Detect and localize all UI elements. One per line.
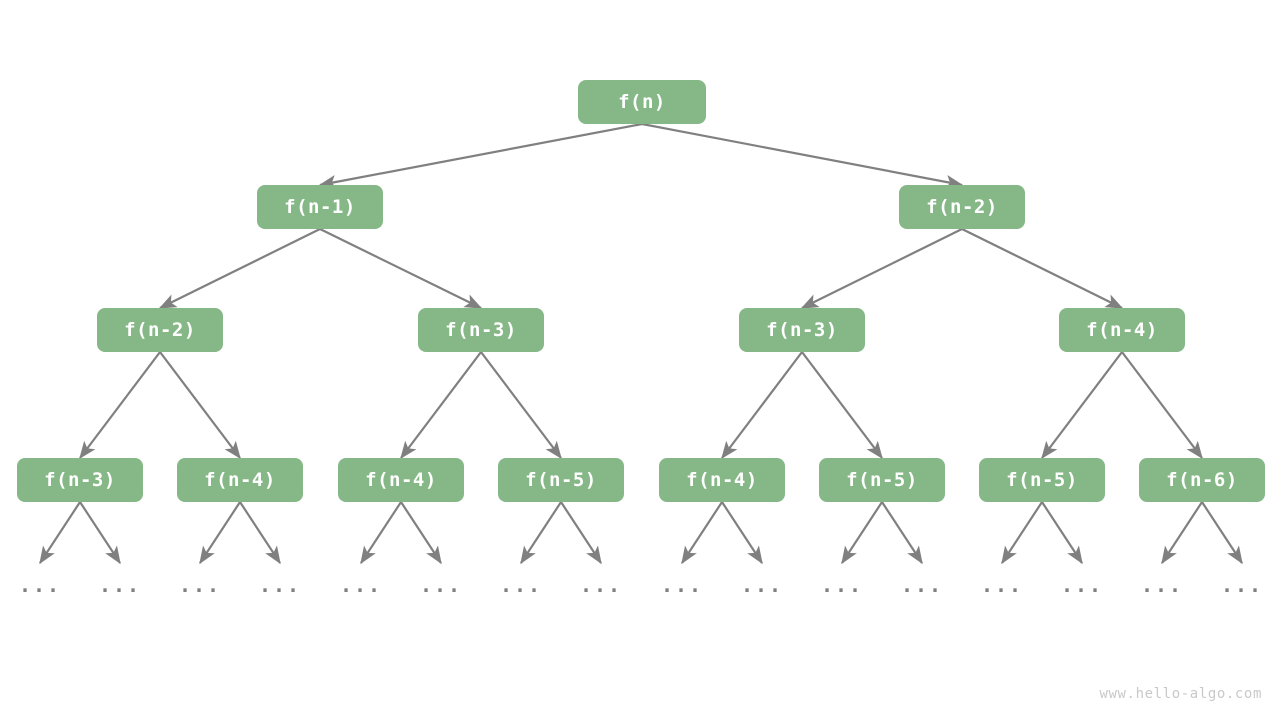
tree-edge-n7-ellipsis xyxy=(39,501,81,565)
tree-edge-n11-ellipsis xyxy=(681,501,723,565)
tree-edge-n12-ellipsis xyxy=(881,501,923,565)
tree-node-n3: f(n-2) xyxy=(97,308,223,352)
tree-edge-n13-ellipsis xyxy=(1041,501,1083,565)
ellipsis-marker: ... xyxy=(1220,573,1264,597)
tree-edge-n1-n3 xyxy=(158,228,321,309)
tree-node-label: f(n-2) xyxy=(926,196,998,218)
tree-node-label: f(n-6) xyxy=(1166,469,1238,491)
tree-edge-n14-ellipsis xyxy=(1161,501,1203,565)
ellipsis-marker: ... xyxy=(980,573,1024,597)
tree-edge-n5-n11 xyxy=(721,351,803,460)
tree-edge-n8-ellipsis xyxy=(239,501,281,565)
ellipsis-marker: ... xyxy=(258,573,302,597)
tree-node-label: f(n-5) xyxy=(846,469,918,491)
tree-node-n7: f(n-3) xyxy=(17,458,143,502)
ellipsis-marker: ... xyxy=(1140,573,1184,597)
tree-node-label: f(n-4) xyxy=(204,469,276,491)
tree-node-n8: f(n-4) xyxy=(177,458,303,502)
tree-edge-n4-n10 xyxy=(480,351,562,460)
tree-edge-n14-ellipsis xyxy=(1201,501,1243,565)
tree-node-label: f(n-4) xyxy=(686,469,758,491)
ellipsis-marker: ... xyxy=(820,573,864,597)
ellipsis-marker: ... xyxy=(419,573,463,597)
edge-layer xyxy=(39,122,1243,565)
tree-node-label: f(n-1) xyxy=(284,196,356,218)
tree-node-label: f(n) xyxy=(618,91,666,113)
ellipsis-marker: ... xyxy=(98,573,142,597)
tree-edge-n12-ellipsis xyxy=(841,501,883,565)
ellipsis-marker: ... xyxy=(1060,573,1104,597)
ellipsis-marker: ... xyxy=(178,573,222,597)
tree-edge-n5-n12 xyxy=(801,351,883,460)
tree-edge-n0-n2 xyxy=(641,122,964,189)
tree-node-n11: f(n-4) xyxy=(659,458,785,502)
tree-edge-n6-n14 xyxy=(1121,351,1203,460)
tree-node-label: f(n-3) xyxy=(766,319,838,341)
tree-node-label: f(n-3) xyxy=(445,319,517,341)
tree-node-n13: f(n-5) xyxy=(979,458,1105,502)
tree-node-label: f(n-4) xyxy=(1086,319,1158,341)
tree-node-n4: f(n-3) xyxy=(418,308,544,352)
ellipsis-marker: ... xyxy=(740,573,784,597)
tree-node-n5: f(n-3) xyxy=(739,308,865,352)
tree-edge-n1-n4 xyxy=(319,228,483,309)
tree-edge-n9-ellipsis xyxy=(360,501,402,565)
ellipsis-marker: ... xyxy=(579,573,623,597)
tree-edge-n6-n13 xyxy=(1041,351,1123,460)
ellipsis-marker: ... xyxy=(900,573,944,597)
tree-node-n0: f(n) xyxy=(578,80,706,124)
tree-node-n12: f(n-5) xyxy=(819,458,945,502)
tree-edge-n7-ellipsis xyxy=(79,501,121,565)
tree-edge-n9-ellipsis xyxy=(400,501,442,565)
tree-node-n2: f(n-2) xyxy=(899,185,1025,229)
tree-edge-n11-ellipsis xyxy=(721,501,763,565)
tree-edge-n13-ellipsis xyxy=(1001,501,1043,565)
tree-node-label: f(n-3) xyxy=(44,469,116,491)
tree-node-n14: f(n-6) xyxy=(1139,458,1265,502)
tree-node-n1: f(n-1) xyxy=(257,185,383,229)
tree-edge-n0-n1 xyxy=(318,122,643,189)
tree-edge-n2-n5 xyxy=(800,228,963,309)
tree-node-label: f(n-4) xyxy=(365,469,437,491)
tree-node-label: f(n-5) xyxy=(525,469,597,491)
tree-edge-n8-ellipsis xyxy=(199,501,241,565)
watermark: www.hello-algo.com xyxy=(1099,686,1262,702)
tree-edge-n10-ellipsis xyxy=(520,501,562,565)
ellipsis-marker: ... xyxy=(660,573,704,597)
tree-edge-n3-n8 xyxy=(159,351,241,460)
tree-node-label: f(n-2) xyxy=(124,319,196,341)
tree-edge-n3-n7 xyxy=(79,351,161,460)
ellipsis-marker: ... xyxy=(18,573,62,597)
ellipsis-marker: ... xyxy=(499,573,543,597)
ellipsis-marker: ... xyxy=(339,573,383,597)
tree-node-n9: f(n-4) xyxy=(338,458,464,502)
tree-node-label: f(n-5) xyxy=(1006,469,1078,491)
tree-edge-n10-ellipsis xyxy=(560,501,602,565)
tree-node-n6: f(n-4) xyxy=(1059,308,1185,352)
tree-edge-n2-n6 xyxy=(961,228,1124,309)
tree-edge-n4-n9 xyxy=(400,351,482,460)
tree-node-n10: f(n-5) xyxy=(498,458,624,502)
